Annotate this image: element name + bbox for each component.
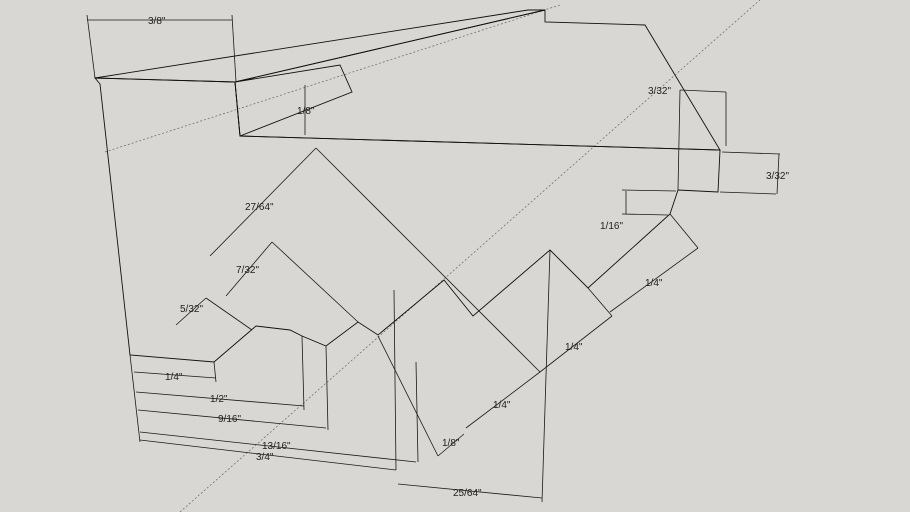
dim-top-width-ext-right	[231, 14, 237, 83]
dim-notch-ext-bot	[621, 213, 669, 216]
dim-base-ext-6	[541, 249, 551, 503]
dim-tooth-b-label: 1/4"	[565, 342, 583, 353]
dim-right-offset-ext2	[677, 89, 681, 191]
dim-top-width-ext-left	[86, 14, 96, 79]
dim-tooth-a-line	[609, 247, 699, 313]
dim-right-height-label: 3/32"	[766, 171, 789, 182]
axis-guide-line	[104, 4, 561, 153]
dim-right-height-line	[776, 153, 780, 195]
dim-base-half-line	[135, 391, 305, 407]
dim-notch-label: 1/16"	[600, 221, 623, 232]
top-face-right	[234, 9, 721, 151]
dim-base-ext-3	[325, 345, 329, 431]
dim-base-ext-2	[301, 335, 305, 411]
dim-diag-mid-ext	[271, 241, 359, 323]
dim-base-ext-1	[213, 361, 217, 383]
dim-tooth-a-label: 1/4"	[645, 278, 663, 289]
dim-tooth-small-label: 1/8"	[442, 438, 460, 449]
dim-base-quarter-line	[133, 371, 217, 379]
dim-base-34-label: 3/4"	[256, 452, 274, 463]
dim-base-916-line	[137, 409, 327, 429]
dim-diag-short-label: 5/32"	[180, 304, 203, 315]
dim-right-offset-line	[679, 89, 727, 93]
dim-tooth-small-ext	[377, 335, 439, 457]
dim-diag-long-label: 27/64"	[245, 202, 274, 213]
dim-step-height-label: 1/8"	[297, 106, 315, 117]
dim-diag-long-ext	[315, 147, 541, 373]
dim-base-34-line	[139, 439, 397, 471]
dim-tooth-b-line	[539, 315, 613, 373]
dim-base-half-label: 1/2"	[210, 394, 228, 405]
dim-right-height-ext-top	[721, 151, 781, 155]
dim-base-ext-left	[129, 354, 141, 443]
dim-tooth-c-line	[465, 371, 541, 429]
dim-base-quarter-label: 1/4"	[165, 372, 183, 383]
dim-base-2564-label: 25/64"	[453, 488, 482, 499]
dim-tooth-small-line	[437, 433, 465, 457]
dim-notch-ext-top	[621, 189, 677, 192]
dim-base-2564-line	[397, 483, 543, 499]
dim-diag-short-line	[175, 297, 207, 326]
dim-tooth-c-label: 1/4"	[493, 400, 511, 411]
dim-tooth-b-ext	[587, 287, 613, 317]
dim-diag-short-ext	[205, 297, 253, 331]
axis-guide-line-2	[179, 0, 761, 512]
dim-top-width-label: 3/8"	[148, 16, 166, 27]
dim-base-916-label: 9/16"	[218, 414, 241, 425]
dim-base-ext-5	[415, 361, 419, 463]
dim-right-offset-label: 3/32"	[648, 86, 671, 97]
dim-diag-mid-line	[225, 241, 273, 297]
dim-tooth-a-ext	[669, 213, 699, 249]
step-face	[234, 64, 353, 137]
front-profile-face	[94, 77, 721, 363]
dim-right-height-ext-bot	[719, 191, 777, 195]
dim-base-ext-4	[393, 289, 397, 471]
dim-diag-mid-label: 7/32"	[236, 265, 259, 276]
dim-diag-long-line	[209, 147, 317, 257]
dim-base-1316-line	[139, 431, 417, 463]
dim-base-1316-label: 13/16"	[262, 441, 291, 452]
